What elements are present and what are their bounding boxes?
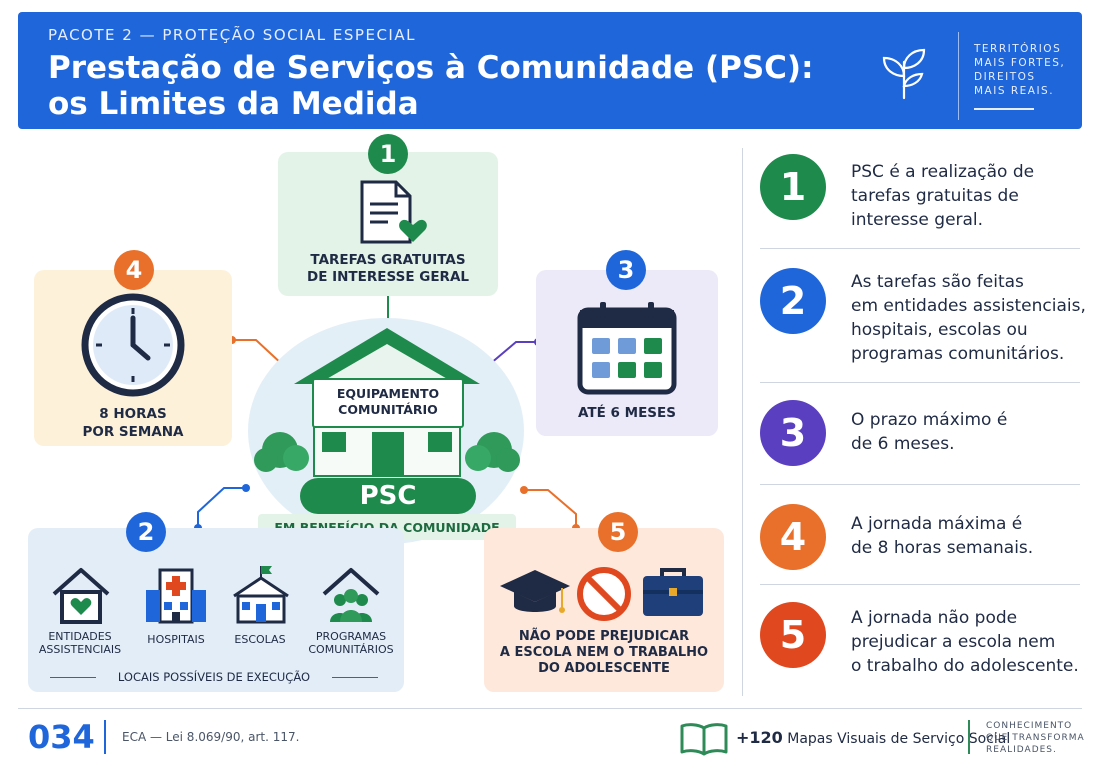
list-divider <box>742 148 743 696</box>
box-5-label-1: NÃO PODE PREJUDICAR <box>518 629 690 644</box>
box-5-label-2: A ESCOLA NEM O TRABALHO <box>499 645 709 660</box>
box-1-label-1: TAREFAS GRATUITAS <box>310 252 466 268</box>
list-line: As tarefas são feitas <box>851 272 1024 292</box>
box-1-label-2: DE INTERESSE GERAL <box>306 269 469 285</box>
list-number-4: 4 <box>760 504 826 570</box>
list-line: em entidades assistenciais, <box>851 296 1086 316</box>
list-separator <box>760 584 1080 585</box>
list-number-1: 1 <box>760 154 826 220</box>
programas-label-2: COMUNITÁRIOS <box>308 643 394 656</box>
list-line: de 8 horas semanais. <box>851 538 1034 558</box>
escolas-label: ESCOLAS <box>234 633 286 646</box>
tagline-line: QUE TRANSFORMA <box>986 733 1085 743</box>
footer-rule <box>18 708 1082 709</box>
page-number: 034 <box>28 718 95 756</box>
clock-icon <box>81 293 185 397</box>
list-number-5: 5 <box>760 602 826 668</box>
list-line: PSC é a realização de <box>851 162 1035 182</box>
list-line: de 6 meses. <box>851 434 955 454</box>
box-5-number: 5 <box>598 512 638 552</box>
programas-label: PROGRAMAS COMUNITÁRIOS <box>298 630 404 656</box>
building-label-1: EQUIPAMENTO <box>336 386 440 401</box>
box-5-label: NÃO PODE PREJUDICAR A ESCOLA NEM O TRABA… <box>484 629 724 677</box>
school-icon <box>233 566 289 624</box>
list-item-4: A jornada máxima é de 8 horas semanais. <box>851 512 1091 560</box>
building-sign: EQUIPAMENTO COMUNITÁRIO <box>312 378 464 428</box>
brand-name: Mapas Visuais de Serviço Social <box>782 731 1011 747</box>
list-line: A jornada máxima é <box>851 514 1023 534</box>
list-line: A jornada não pode <box>851 608 1018 628</box>
header-banner: PACOTE 2 — PROTEÇÃO SOCIAL ESPECIAL Pres… <box>18 12 1082 129</box>
open-book-icon <box>680 723 728 756</box>
box-2-number: 2 <box>126 512 166 552</box>
sprout-icon <box>882 48 926 100</box>
programas-label-1: PROGRAMAS <box>315 630 387 643</box>
entidades-label: ENTIDADES ASSISTENCIAIS <box>30 630 130 656</box>
list-separator <box>760 484 1080 485</box>
citation: ECA — Lei 8.069/90, art. 117. <box>122 730 300 744</box>
building-label-2: COMUNITÁRIO <box>338 402 438 417</box>
brand-text: +120 Mapas Visuais de Serviço Social <box>736 728 1010 747</box>
box-1-number: 1 <box>368 134 408 174</box>
list-line: hospitais, escolas ou <box>851 320 1028 340</box>
hospital-icon <box>146 568 206 624</box>
entidades-label-1: ENTIDADES <box>48 630 112 643</box>
list-line: tarefas gratuitas de <box>851 186 1019 206</box>
box-3-number: 3 <box>606 250 646 290</box>
header-slogan: TERRITÓRIOS MAIS FORTES, DIREITOS MAIS R… <box>974 42 1074 98</box>
list-line: programas comunitários. <box>851 344 1065 364</box>
box-4-number: 4 <box>114 250 154 290</box>
box-3-label: ATÉ 6 MESES <box>578 405 676 421</box>
box-4-label-1: 8 HORAS <box>99 406 167 422</box>
tagline-line: REALIDADES. <box>986 745 1057 755</box>
footer-bar-2 <box>968 720 970 754</box>
box-5-label-3: DO ADOLESCENTE <box>538 661 670 676</box>
list-line: prejudicar a escola nem <box>851 632 1056 652</box>
community-icon <box>322 568 380 622</box>
list-item-5: A jornada não pode prejudicar a escola n… <box>851 606 1091 678</box>
briefcase-icon <box>643 568 703 616</box>
footer-bar <box>104 720 106 754</box>
caption-rule-left <box>50 677 96 678</box>
list-item-3: O prazo máximo é de 6 meses. <box>851 408 1091 456</box>
list-separator <box>760 248 1080 249</box>
slogan-line: MAIS REAIS. <box>974 85 1055 97</box>
header-divider <box>958 32 959 120</box>
slogan-line: TERRITÓRIOS <box>974 43 1062 55</box>
slogan-line: DIREITOS <box>974 71 1036 83</box>
calendar-icon <box>577 302 677 395</box>
box-2-caption: LOCAIS POSSÍVEIS DE EXECUÇÃO <box>117 670 311 684</box>
hospitais-label: HOSPITAIS <box>147 633 205 646</box>
list-number-3: 3 <box>760 400 826 466</box>
slogan-line: MAIS FORTES, <box>974 57 1066 69</box>
page-title: Prestação de Serviços à Comunidade (PSC)… <box>48 50 828 122</box>
list-line: interesse geral. <box>851 210 984 230</box>
document-heart-icon <box>360 180 427 244</box>
psc-badge: PSC <box>300 478 476 514</box>
slogan-underline <box>974 108 1034 110</box>
house-heart-icon <box>52 568 110 624</box>
brand-count: +120 <box>736 728 783 747</box>
list-item-1: PSC é a realização de tarefas gratuitas … <box>851 160 1091 232</box>
list-separator <box>760 382 1080 383</box>
title-line-2: os Limites da Medida <box>48 86 419 122</box>
box-4-label-2: POR SEMANA <box>82 424 184 440</box>
header-kicker: PACOTE 2 — PROTEÇÃO SOCIAL ESPECIAL <box>48 26 416 44</box>
tagline-line: CONHECIMENTO <box>986 721 1073 731</box>
list-line: O prazo máximo é <box>851 410 1008 430</box>
graduation-cap-icon <box>500 570 570 613</box>
title-line-1: Prestação de Serviços à Comunidade (PSC)… <box>48 50 814 86</box>
list-line: o trabalho do adolescente. <box>851 656 1079 676</box>
footer-tagline: CONHECIMENTO QUE TRANSFORMA REALIDADES. <box>986 720 1085 756</box>
prohibited-icon <box>577 567 631 621</box>
list-item-2: As tarefas são feitas em entidades assis… <box>851 270 1091 366</box>
list-number-2: 2 <box>760 268 826 334</box>
caption-rule-right <box>332 677 378 678</box>
entidades-label-2: ASSISTENCIAIS <box>38 643 122 656</box>
